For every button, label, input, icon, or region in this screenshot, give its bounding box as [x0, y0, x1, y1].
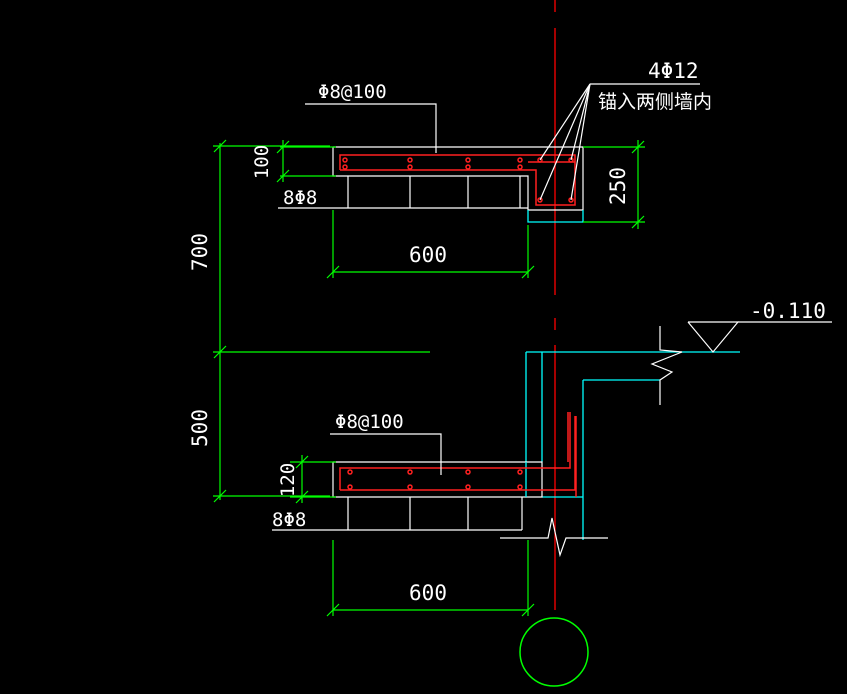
upper-bottom-bars-label: 8Φ8: [283, 187, 317, 209]
lower-slab-thickness: 120: [277, 463, 299, 497]
wall-section: [525, 321, 832, 540]
dim-lower-spacing: 500: [188, 409, 212, 447]
anchor-note: 锚入两侧墙内: [598, 91, 712, 113]
axis-bubble: [519, 617, 589, 687]
upper-depth-dim: 250: [606, 167, 630, 205]
upper-stirrup-label: Φ8@100: [318, 81, 387, 103]
upper-slab: [276, 83, 700, 279]
lower-slab: [272, 412, 608, 617]
dim-upper-spacing: 700: [188, 233, 212, 271]
upper-width-dim: 600: [409, 243, 447, 267]
lower-stirrup-label: Φ8@100: [335, 411, 404, 433]
lower-bottom-bars-label: 8Φ8: [272, 509, 306, 531]
elevation-label: -0.110: [750, 299, 826, 323]
vertical-dimension-chain: [213, 139, 430, 503]
upper-slab-thickness: 100: [251, 145, 273, 179]
anchor-bars-label: 4Φ12: [648, 59, 699, 83]
lower-width-dim: 600: [409, 581, 447, 605]
